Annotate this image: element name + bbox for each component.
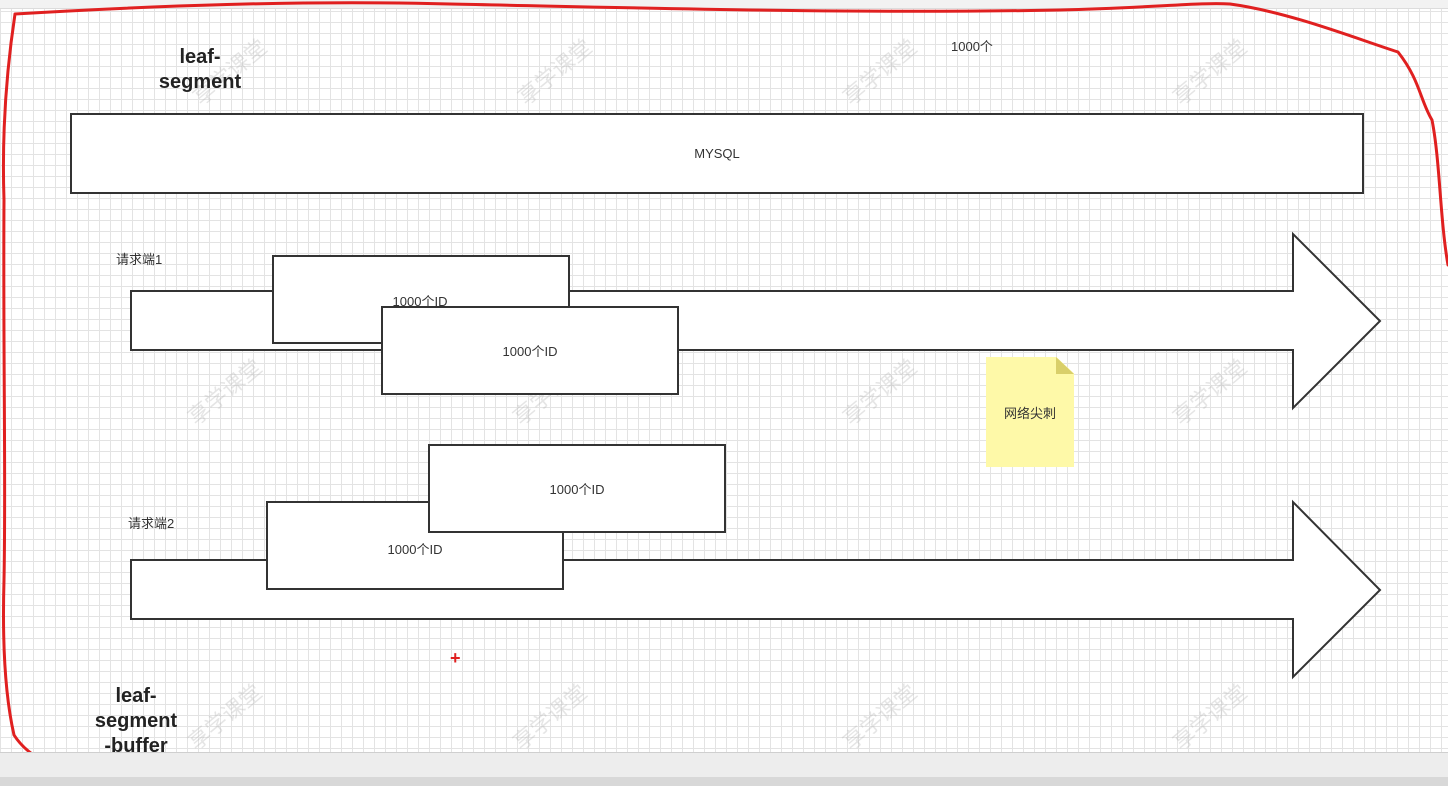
add-cursor-icon: + xyxy=(450,648,461,668)
top-count-label[interactable]: 1000个 xyxy=(951,39,993,54)
sticky-note-label: 网络尖刺 xyxy=(1003,405,1056,421)
client2-label[interactable]: 请求端2 xyxy=(128,516,175,531)
id-block-label: 1000个ID xyxy=(502,344,558,359)
scrollbar-track[interactable] xyxy=(0,777,1448,786)
toolbar-strip xyxy=(0,0,1448,9)
bottom-scrollbar[interactable] xyxy=(0,752,1448,786)
title-leaf-segment-buffer[interactable]: leaf- segment -buffer xyxy=(94,685,178,757)
mysql-label: MYSQL xyxy=(694,146,740,161)
id-block[interactable]: 1000个ID xyxy=(428,444,726,533)
mysql-database-bar[interactable]: MYSQL xyxy=(70,113,1364,194)
client1-label[interactable]: 请求端1 xyxy=(116,252,163,267)
id-block[interactable]: 1000个ID xyxy=(381,306,679,395)
id-block-label: 1000个ID xyxy=(549,482,605,497)
title-leaf-segment[interactable]: leaf- segment xyxy=(158,46,242,93)
id-block-label: 1000个ID xyxy=(387,542,443,557)
